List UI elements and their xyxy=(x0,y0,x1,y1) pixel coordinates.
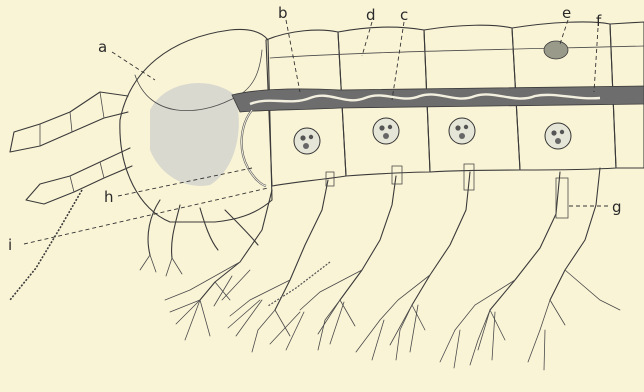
label-h: h xyxy=(104,188,114,206)
gill-disc-1 xyxy=(294,128,320,154)
gill-disc-4 xyxy=(545,123,571,149)
dorsal-spot xyxy=(544,41,568,59)
label-f: f xyxy=(596,12,602,30)
gill-disc-3 xyxy=(449,118,475,144)
label-d: d xyxy=(366,6,376,24)
label-e: e xyxy=(562,4,571,22)
label-i: i xyxy=(8,236,12,254)
gill-disc-2 xyxy=(373,118,399,144)
label-g: g xyxy=(612,198,622,216)
label-c: c xyxy=(400,6,408,24)
label-a: a xyxy=(98,38,107,56)
label-b: b xyxy=(278,4,288,22)
